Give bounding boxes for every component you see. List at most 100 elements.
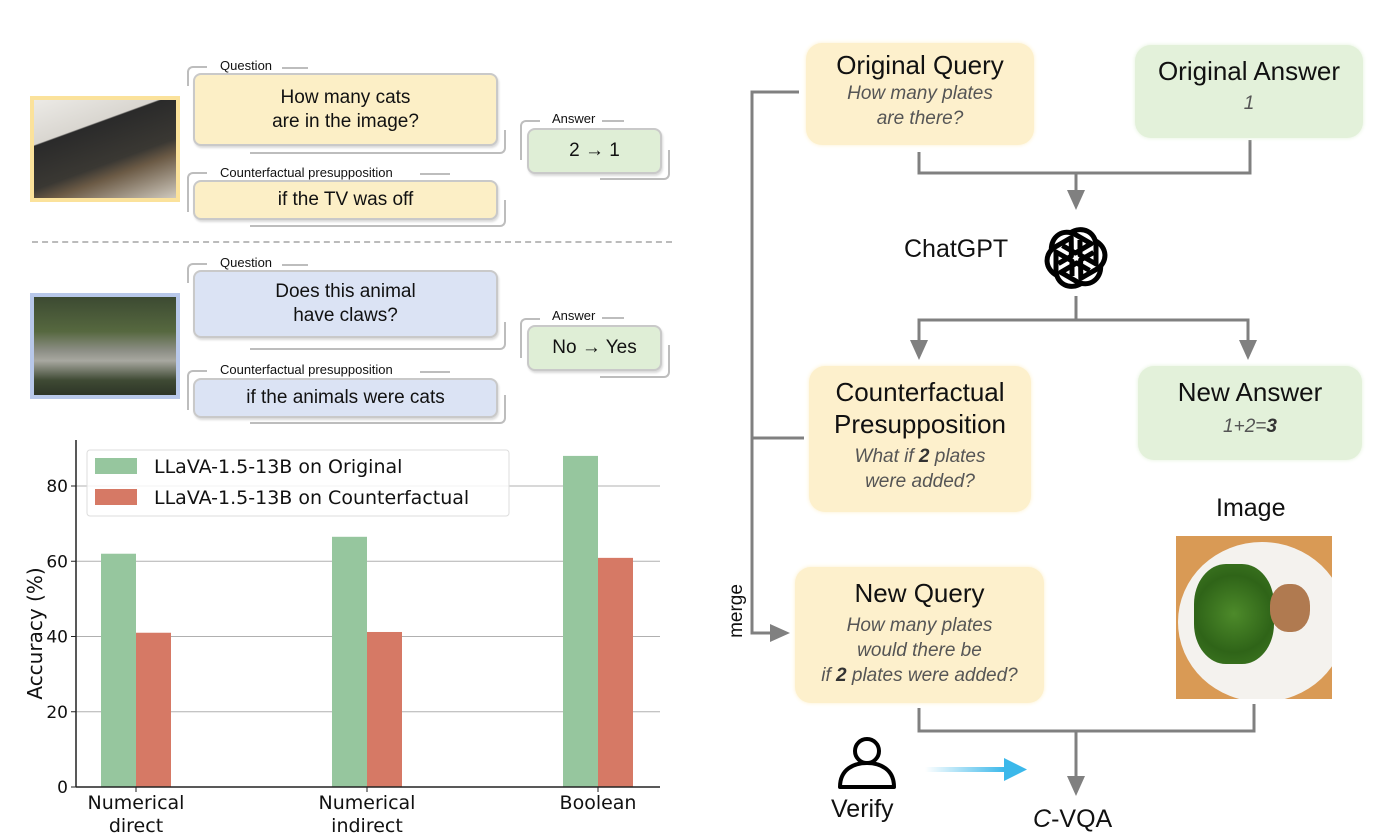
- y-tick-label: 0: [57, 778, 68, 798]
- text-part: What if: [854, 446, 919, 467]
- chatgpt-label: ChatGPT: [904, 235, 1009, 263]
- question-line: How many cats: [280, 86, 411, 108]
- connector-line: [917, 140, 1252, 175]
- new-query-box: New Query How many plates would there be…: [795, 567, 1044, 703]
- merge-label-wrap: merge: [722, 584, 752, 640]
- bracket: [187, 370, 207, 410]
- x-tick-label: Boolean: [560, 792, 637, 814]
- legend-label: LLaVA-1.5-13B on Counterfactual: [154, 487, 469, 509]
- bracket: [187, 263, 207, 283]
- bracket: [250, 322, 506, 350]
- arrow-head: [770, 624, 790, 642]
- text-part: if: [821, 665, 837, 686]
- box-title: Original Query: [836, 50, 1004, 80]
- y-axis-label: Accuracy (%): [23, 567, 47, 699]
- y-tick-label: 40: [46, 628, 68, 648]
- arrow-head: [1067, 776, 1085, 796]
- broccoli: [1194, 564, 1274, 664]
- text-number: 3: [1266, 416, 1277, 437]
- connector-line: [1076, 318, 1250, 342]
- arrow-head: [1067, 190, 1085, 210]
- presupposition-tag: Counterfactual presupposition: [217, 165, 396, 180]
- x-tick-label: direct: [109, 815, 163, 837]
- box-text: 1: [1243, 93, 1255, 114]
- question-tag: Question: [217, 58, 276, 73]
- cvqa-prefix: C: [1033, 805, 1052, 833]
- accuracy-bar-chart: 020406080NumericaldirectNumericalindirec…: [23, 440, 660, 837]
- y-tick-label: 20: [46, 703, 68, 723]
- answer-box: 2 → 1: [527, 128, 662, 174]
- arrow-head: [1239, 340, 1257, 360]
- bar-counterfactual: [367, 631, 402, 787]
- presupposition-tag: Counterfactual presupposition: [217, 362, 396, 377]
- tag-line: [420, 173, 450, 175]
- x-tick-label: Numerical: [88, 792, 185, 814]
- bracket: [187, 172, 207, 212]
- bar-original: [332, 536, 367, 787]
- legend-swatch: [95, 458, 137, 474]
- question-tag: Question: [217, 255, 276, 270]
- new-answer-box: New Answer 1+2=3: [1138, 366, 1362, 460]
- bar-counterfactual: [598, 557, 633, 787]
- box-title: New Query: [854, 578, 985, 608]
- cvqa-suffix: -VQA: [1051, 805, 1113, 833]
- connector-line: [917, 704, 1256, 733]
- plate-image: [1176, 536, 1332, 699]
- box-title: New Answer: [1177, 377, 1323, 407]
- bracket: [520, 120, 540, 160]
- question-line: Does this animal: [275, 281, 416, 302]
- bracket: [600, 345, 670, 378]
- example-image-cat: [30, 96, 180, 202]
- box-text: What if 2 plates: [809, 444, 1031, 469]
- box-title: Counterfactual: [835, 377, 1005, 407]
- divider: [32, 241, 672, 243]
- verify-label: Verify: [831, 795, 894, 823]
- presupposition-box: if the animals were cats: [193, 378, 498, 418]
- legend-label: LLaVA-1.5-13B on Original: [154, 456, 402, 478]
- bracket: [250, 130, 506, 154]
- verify-arrow-head: [1004, 758, 1027, 781]
- y-tick-label: 60: [46, 552, 68, 572]
- original-answer-box: Original Answer 1: [1135, 45, 1363, 138]
- text-part: plates: [929, 446, 986, 467]
- cvqa-label: C-VQA: [1033, 805, 1112, 834]
- user-icon: [838, 737, 896, 789]
- text-number: 2: [836, 665, 847, 686]
- tag-line: [282, 67, 308, 69]
- arrow-head: [910, 340, 928, 360]
- text-number: 2: [918, 446, 930, 467]
- x-tick-label: Numerical: [319, 792, 416, 814]
- answer-tag: Answer: [549, 308, 599, 323]
- box-title: Original Answer: [1157, 56, 1341, 86]
- tag-line: [282, 264, 308, 266]
- box-text: were added?: [865, 471, 975, 492]
- legend-box: [86, 449, 510, 517]
- presupposition-box: if the TV was off: [193, 180, 498, 220]
- box-text: How many plates: [847, 83, 993, 104]
- bar-original: [563, 455, 598, 787]
- verify-arrow-shaft: [925, 767, 1005, 772]
- box-text: would there be: [857, 640, 982, 661]
- merge-line: [750, 90, 799, 635]
- question-line: are in the image?: [272, 110, 419, 132]
- x-tick-label: indirect: [331, 815, 403, 837]
- text-part: 1+2=: [1223, 416, 1267, 437]
- openai-logo-icon: [1040, 222, 1112, 294]
- bar-counterfactual: [136, 632, 171, 787]
- bracket: [250, 200, 506, 227]
- chicken: [1270, 584, 1310, 632]
- y-tick-label: 80: [46, 477, 68, 497]
- example-image-elephants: [30, 293, 180, 399]
- bar-original: [101, 553, 136, 787]
- box-text: are there?: [876, 108, 964, 129]
- merge-label: merge: [725, 584, 747, 638]
- tag-line: [420, 371, 450, 373]
- box-title: Presupposition: [834, 409, 1006, 439]
- counterfactual-presupposition-box: Counterfactual Presupposition What if 2 …: [809, 366, 1031, 512]
- bracket: [250, 395, 506, 424]
- box-text: How many plates: [846, 615, 993, 636]
- box-text: 1+2=3: [1138, 414, 1362, 439]
- connector-line: [917, 296, 1078, 342]
